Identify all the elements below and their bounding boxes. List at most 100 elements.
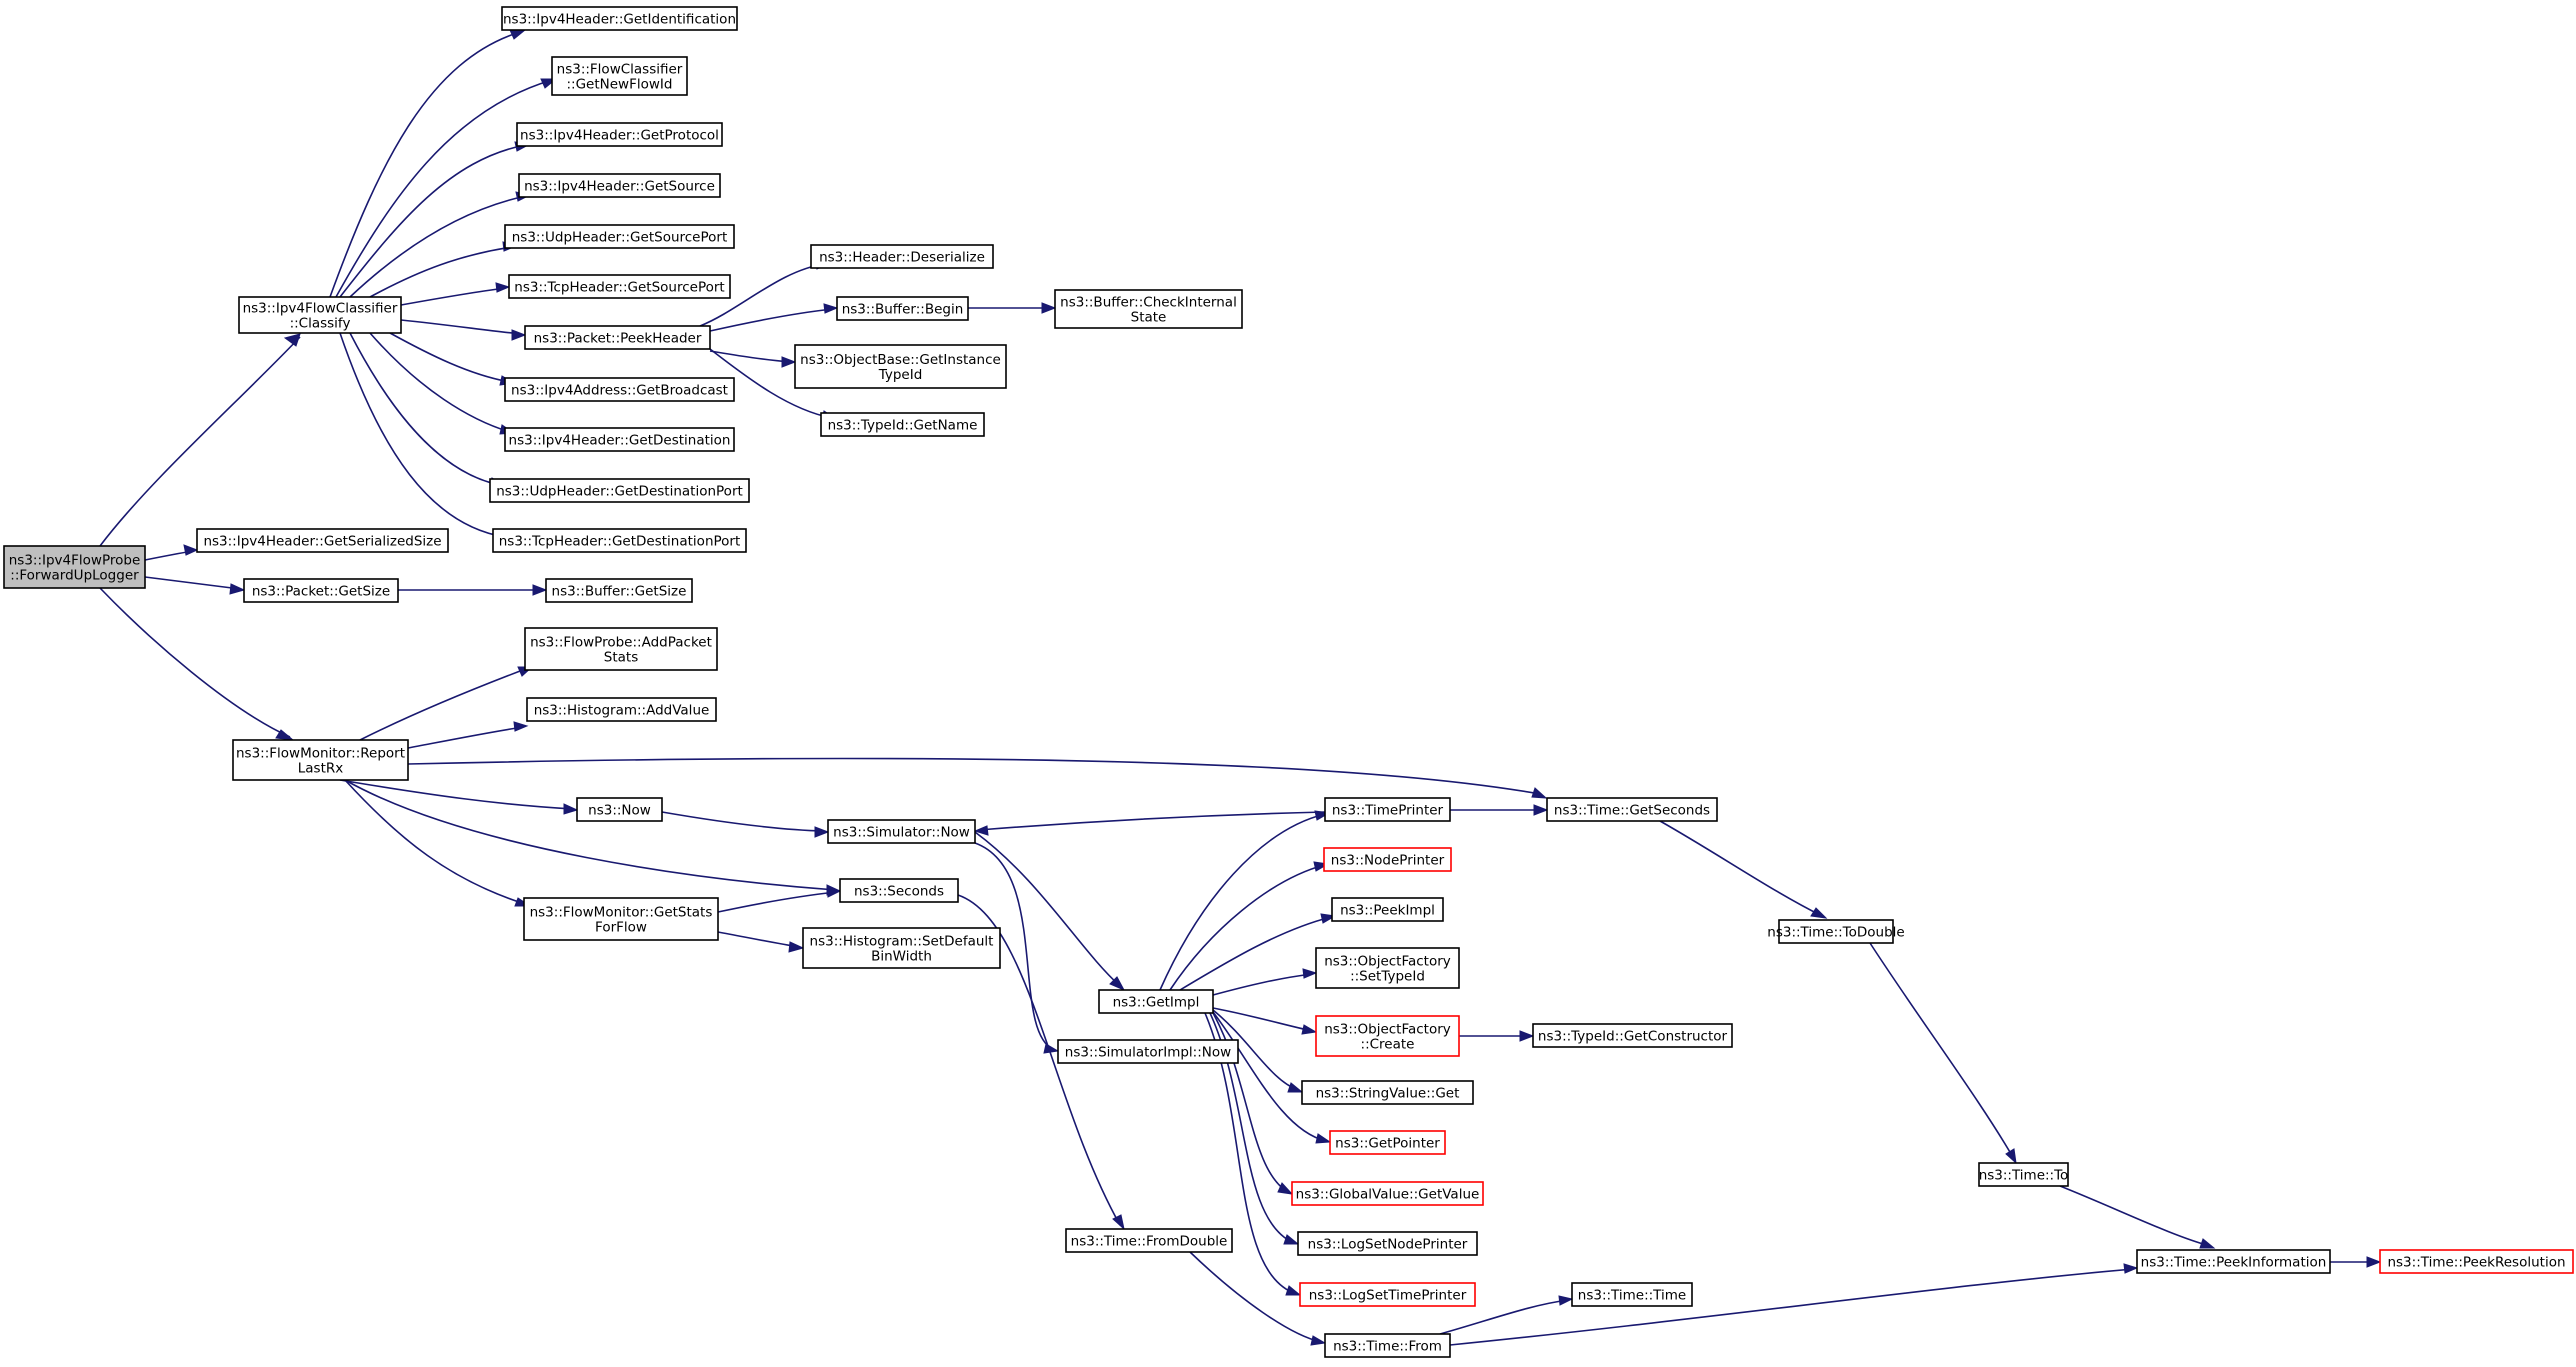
edge-peekInformation-to-peekResolution [2329,1256,2382,1268]
edge-peekHeader-to-bufferBegin [709,303,839,332]
edge-classify-to-getDestination [369,332,516,435]
node-label: ns3::Histogram::SetDefault [810,934,994,950]
arrowhead [973,825,989,836]
edge-timePrinter-to-getSeconds [1450,804,1549,816]
node-box [1778,919,1894,944]
node-label: ns3::Time::FromDouble [1071,1234,1228,1250]
node-udpGetSourcePort[interactable]: ns3::UdpHeader::GetSourcePort [504,224,735,249]
call-edges [99,29,2382,1346]
node-box [524,325,711,350]
node-getSeconds[interactable]: ns3::Time::GetSeconds [1546,797,1718,822]
node-setTypeId[interactable]: ns3::ObjectFactory::SetTypeId [1315,947,1460,989]
node-peekHeader[interactable]: ns3::Packet::PeekHeader [524,325,711,350]
edge-fromDouble-to-timeFrom [1189,1251,1327,1346]
node-tcpGetDestinationPort[interactable]: ns3::TcpHeader::GetDestinationPort [492,528,747,553]
node-getNewFlowId[interactable]: ns3::FlowClassifier::GetNewFlowId [551,56,688,96]
node-factoryCreate[interactable]: ns3::ObjectFactory::Create [1315,1015,1460,1057]
node-logSetTimePrinter[interactable]: ns3::LogSetTimePrinter [1299,1282,1476,1307]
node-simulatorImplNow[interactable]: ns3::SimulatorImpl::Now [1057,1039,1239,1064]
node-box [1315,1015,1460,1057]
node-getSerializedSize[interactable]: ns3::Ipv4Header::GetSerializedSize [196,528,449,553]
arrowhead [495,282,511,293]
node-label: ns3::NodePrinter [1331,853,1445,869]
node-getProtocol[interactable]: ns3::Ipv4Header::GetProtocol [516,122,723,147]
node-root[interactable]: ns3::Ipv4FlowProbe::ForwardUpLogger [3,545,146,589]
edge-line [1659,820,1823,917]
node-box [1324,797,1451,822]
node-label: ns3::FlowProbe::AddPacket [530,635,712,651]
node-getPointer[interactable]: ns3::GetPointer [1329,1130,1446,1155]
node-bufferGetSize[interactable]: ns3::Buffer::GetSize [545,578,693,603]
edge-classify-to-getBroadcast [389,332,516,386]
node-label: ::ForwardUpLogger [10,568,139,584]
node-box [1297,1231,1478,1256]
node-label: ns3::Ipv4Header::GetSource [524,179,715,195]
call-nodes: ns3::Ipv4FlowProbe::ForwardUpLoggerns3::… [3,6,2574,1358]
node-timeTime[interactable]: ns3::Time::Time [1571,1282,1693,1307]
arrowhead [283,333,301,347]
edge-line [369,246,513,298]
node-label: LastRx [298,761,344,777]
node-toDouble[interactable]: ns3::Time::ToDouble [1767,919,1905,944]
node-deserialize[interactable]: ns3::Header::Deserialize [810,244,994,269]
node-nodePrinter[interactable]: ns3::NodePrinter [1323,847,1452,872]
node-timeTo[interactable]: ns3::Time::To [1978,1162,2069,1187]
node-getDestination[interactable]: ns3::Ipv4Header::GetDestination [504,427,735,452]
node-box [492,528,747,553]
edge-classify-to-udpGetDestinationPort [349,332,506,488]
edge-line [1212,1009,1299,1091]
edge-line [1869,942,2015,1160]
node-box [1065,1228,1233,1253]
node-getBroadcast[interactable]: ns3::Ipv4Address::GetBroadcast [504,377,735,402]
edge-line [957,894,1121,1226]
node-getIdentification[interactable]: ns3::Ipv4Header::GetIdentification [501,6,738,31]
arrowhead [814,826,830,838]
edge-line [709,348,833,419]
node-packetGetSize[interactable]: ns3::Packet::GetSize [243,578,399,603]
node-stringValueGet[interactable]: ns3::StringValue::Get [1301,1080,1474,1105]
node-udpGetDestinationPort[interactable]: ns3::UdpHeader::GetDestinationPort [489,478,750,503]
node-simulatorNow[interactable]: ns3::Simulator::Now [827,819,976,844]
edge-getStatsForFlow-to-setDefaultBinWidth [717,931,805,953]
node-box [1057,1039,1239,1064]
node-peekResolution[interactable]: ns3::Time::PeekResolution [2379,1249,2574,1274]
arrowhead [183,544,199,556]
edge-line [717,931,800,948]
node-classify[interactable]: ns3::Ipv4FlowClassifier::Classify [238,296,402,334]
node-peekInformation[interactable]: ns3::Time::PeekInformation [2136,1249,2331,1274]
node-getImpl[interactable]: ns3::GetImpl [1098,989,1214,1014]
node-tcpGetSourcePort[interactable]: ns3::TcpHeader::GetSourcePort [508,274,731,299]
node-now[interactable]: ns3::Now [576,797,663,822]
arrowhead [1310,1335,1327,1346]
node-box [820,412,985,437]
node-label: ::SetTypeId [1350,969,1425,985]
node-bufferBegin[interactable]: ns3::Buffer::Begin [836,296,969,321]
node-getSource[interactable]: ns3::Ipv4Header::GetSource [518,173,721,198]
node-timeFrom[interactable]: ns3::Time::From [1324,1333,1451,1358]
node-globalGetValue[interactable]: ns3::GlobalValue::GetValue [1291,1181,1484,1206]
arrowhead [1283,1234,1300,1245]
node-getConstructor[interactable]: ns3::TypeId::GetConstructor [1532,1023,1733,1048]
node-label: ns3::FlowClassifier [557,62,683,78]
node-logSetNodePrinter[interactable]: ns3::LogSetNodePrinter [1297,1231,1478,1256]
node-peekImpl[interactable]: ns3::PeekImpl [1331,897,1444,922]
node-label: ::Create [1361,1037,1415,1053]
node-box [489,478,750,503]
edge-line [709,308,834,332]
node-timePrinter[interactable]: ns3::TimePrinter [1324,797,1451,822]
node-addValue[interactable]: ns3::Histogram::AddValue [526,697,717,722]
node-box [1098,989,1214,1014]
arrowhead [1287,1082,1304,1093]
node-label: ns3::UdpHeader::GetDestinationPort [496,484,743,500]
edge-line [699,263,826,327]
node-fromDouble[interactable]: ns3::Time::FromDouble [1065,1228,1233,1253]
node-typeIdGetName[interactable]: ns3::TypeId::GetName [820,412,985,437]
node-seconds[interactable]: ns3::Seconds [839,878,959,903]
node-box [196,528,449,553]
